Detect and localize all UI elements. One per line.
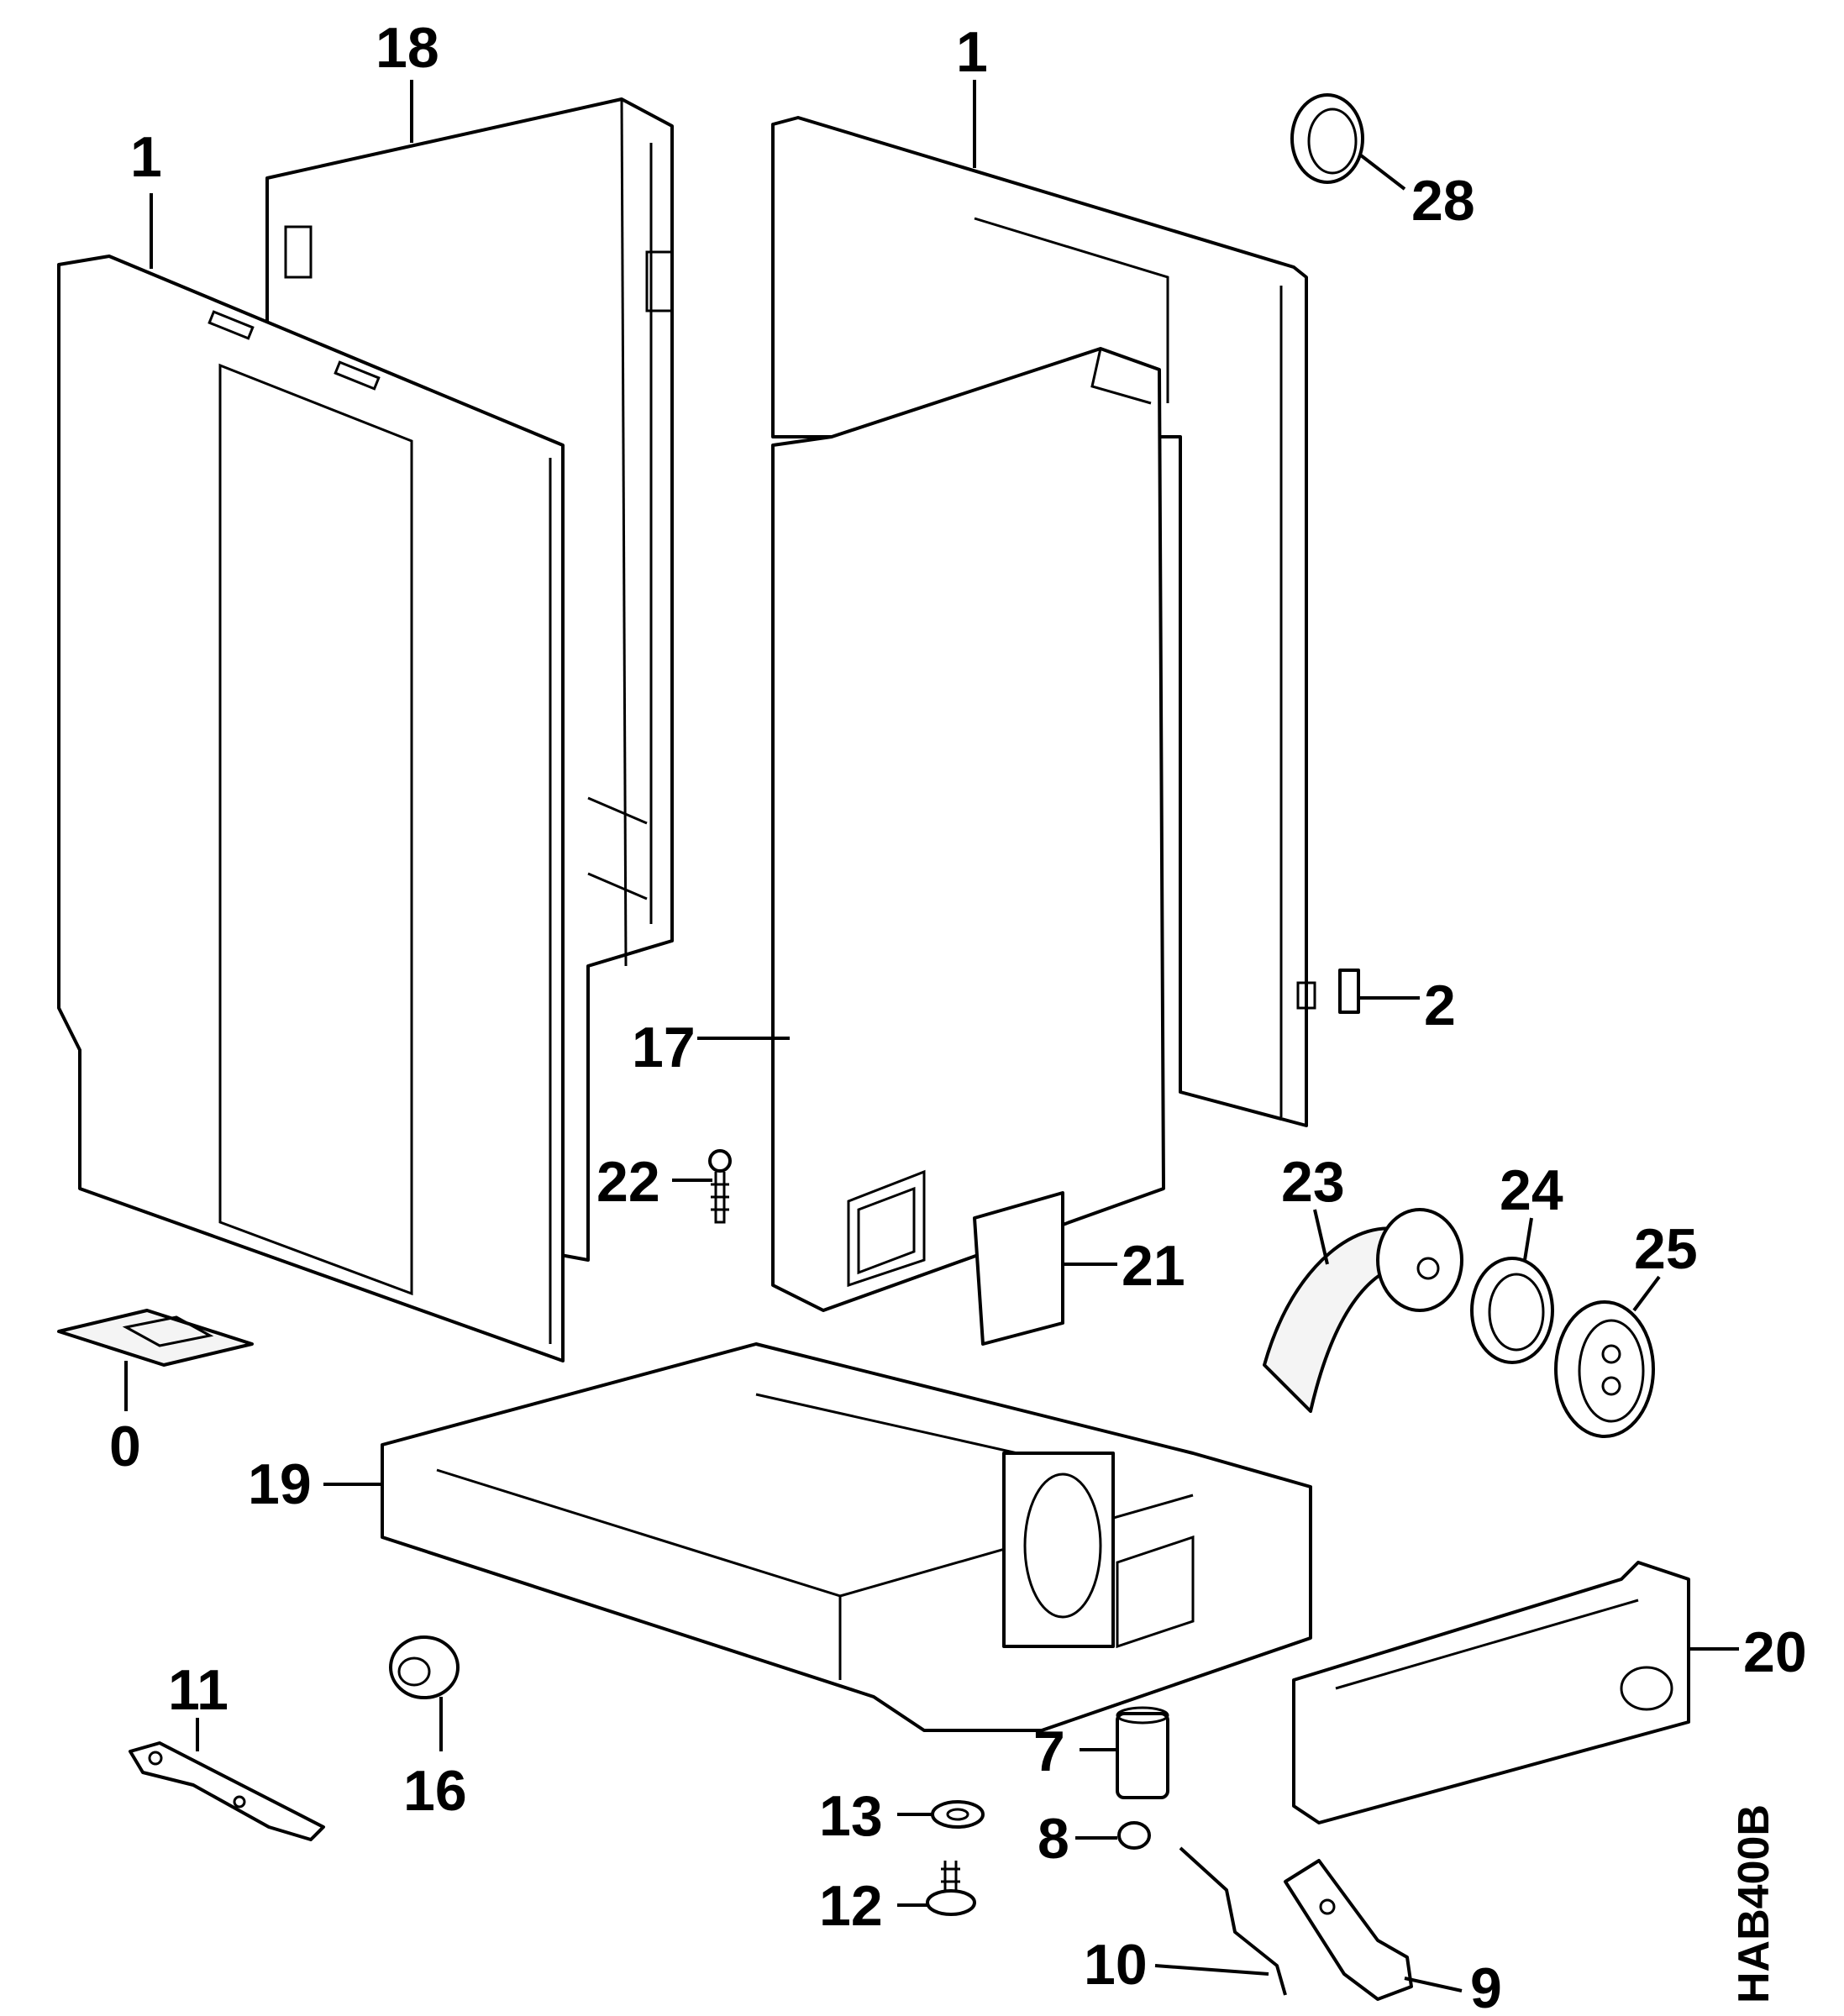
callout-10: 10 (1084, 1933, 1148, 1997)
drawing-code: HAB400B (1730, 1804, 1778, 2003)
part-knob-8 (1117, 1821, 1151, 1850)
part-hose-23 (1263, 1208, 1463, 1413)
part-wire-10 (1179, 1846, 1287, 1996)
callout-0: 0 (109, 1415, 141, 1478)
part-ring-24 (1470, 1257, 1554, 1364)
callout-9: 9 (1470, 1956, 1502, 2016)
part-screw-22 (708, 1149, 732, 1224)
callout-22: 22 (596, 1150, 660, 1214)
callout-25: 25 (1634, 1217, 1698, 1281)
callout-19: 19 (248, 1452, 312, 1516)
part-ring-28 (1290, 93, 1364, 184)
callout-24: 24 (1500, 1158, 1563, 1222)
part-front-panel-17 (771, 347, 1165, 1312)
callout-13: 13 (819, 1784, 883, 1848)
part-pedal-9 (1284, 1859, 1413, 2001)
callout-21: 21 (1122, 1234, 1185, 1298)
callout-23: 23 (1281, 1150, 1345, 1214)
callout-2: 2 (1424, 974, 1456, 1037)
callout-8: 8 (1038, 1807, 1069, 1871)
part-cap-25 (1554, 1300, 1655, 1438)
part-base-frame-19 (381, 1342, 1312, 1732)
callout-17: 17 (632, 1016, 696, 1079)
part-washer-13 (931, 1800, 985, 1829)
part-front-cover-20 (1292, 1561, 1690, 1824)
part-side-panel-left-1 (57, 255, 565, 1362)
part-clip-2 (1338, 969, 1360, 1014)
part-roller-16 (389, 1635, 460, 1699)
callout-18: 18 (376, 16, 439, 80)
part-plate-0 (57, 1309, 254, 1411)
callout-11: 11 (168, 1658, 229, 1722)
callout-1-right: 1 (956, 20, 988, 84)
part-foot-12 (926, 1861, 976, 1916)
part-bracket-11 (129, 1741, 325, 1841)
callout-labels: 1 18 1 28 2 17 22 21 23 24 25 0 19 20 11… (109, 16, 1807, 2016)
callout-7: 7 (1033, 1719, 1065, 1783)
callout-1-left: 1 (130, 125, 162, 189)
callout-20: 20 (1743, 1620, 1807, 1684)
callout-12: 12 (819, 1874, 883, 1938)
part-flap-21 (973, 1191, 1064, 1346)
callout-28: 28 (1411, 169, 1475, 233)
leader-lines (150, 80, 1739, 1992)
part-sleeve-7 (1116, 1706, 1169, 1799)
callout-16: 16 (403, 1759, 467, 1823)
